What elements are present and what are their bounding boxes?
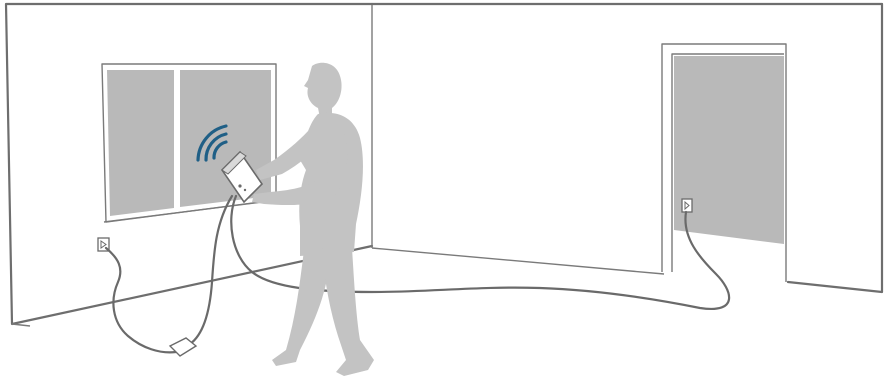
cable-adapter-to-device: [190, 196, 232, 344]
doorway: [662, 44, 786, 282]
cables: [106, 196, 729, 352]
door-opening: [674, 56, 784, 244]
cable-outlet-to-adapter: [106, 248, 176, 352]
back-wall-right-edge: [788, 4, 882, 292]
back-wall-floor-line: [372, 248, 664, 274]
wall-outlet-icon: [682, 199, 692, 212]
person-leg-front: [322, 248, 374, 376]
wall-outlet-right: [682, 199, 692, 212]
left-wall-floor-edge: [12, 324, 30, 326]
window-pane-left: [107, 70, 174, 216]
person-leg-rear: [272, 250, 330, 366]
window: [102, 64, 278, 222]
person-head: [304, 63, 342, 118]
